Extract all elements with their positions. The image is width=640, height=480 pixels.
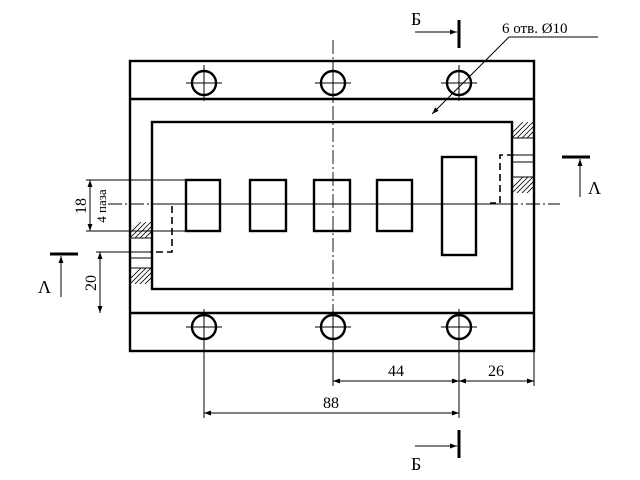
- mounting-hole: [186, 65, 222, 101]
- section-l-left-label: Λ: [38, 277, 51, 297]
- slot-width-dimension: 18 4 паза: [73, 179, 186, 232]
- edge-offset-label: 20: [83, 275, 100, 291]
- hole-spacing-dimension: 44 26: [332, 339, 535, 386]
- section-b-bottom: Б: [411, 430, 461, 474]
- section-l-right: Λ: [562, 155, 601, 198]
- section-l-right-label: Λ: [588, 178, 601, 198]
- hole-spacing-label: 44: [388, 363, 404, 380]
- slot: [248, 178, 288, 233]
- edge-offset-dimension: 20: [83, 251, 130, 313]
- inner-pocket: [150, 120, 514, 291]
- slot: [312, 178, 352, 233]
- slot-width-label: 18: [73, 198, 90, 214]
- hole-span-dimension: 88: [203, 339, 460, 418]
- section-b-bottom-label: Б: [411, 454, 421, 474]
- mounting-hole: [441, 65, 477, 101]
- slot: [375, 178, 414, 233]
- holes-callout: 6 отв. Ø10: [431, 21, 598, 115]
- large-slot: [440, 155, 478, 257]
- left-bore: [130, 206, 173, 284]
- base-plate: [128, 59, 536, 353]
- holes-callout-label: 6 отв. Ø10: [502, 21, 568, 37]
- right-bore: [490, 122, 534, 204]
- section-b-top: Б: [411, 9, 461, 48]
- slot-count-label: 4 паза: [94, 189, 109, 223]
- hole-edge-label: 26: [488, 363, 504, 380]
- section-l-left: Λ: [38, 252, 78, 297]
- section-b-top-label: Б: [411, 9, 421, 29]
- hole-span-label: 88: [323, 395, 339, 412]
- mounting-hole: [315, 65, 351, 101]
- center-lines: [108, 40, 560, 352]
- slot: [184, 178, 222, 233]
